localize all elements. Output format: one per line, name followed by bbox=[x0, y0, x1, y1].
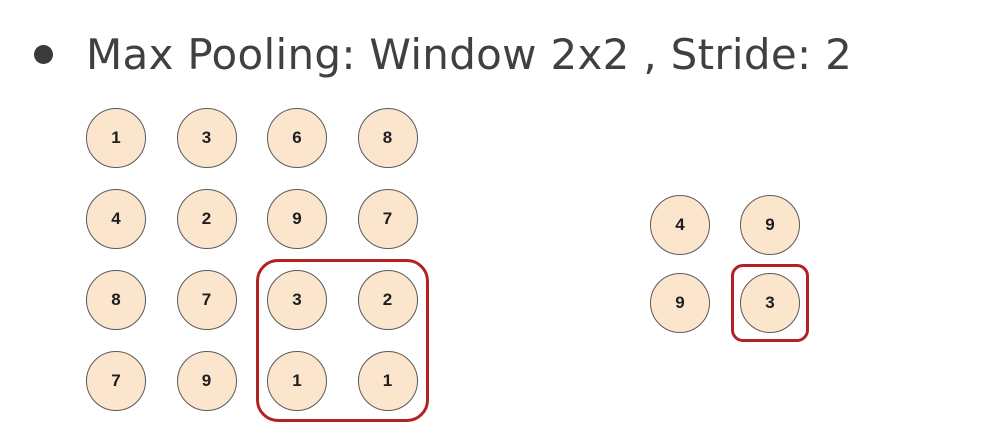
input-cell-r0-c2: 6 bbox=[267, 108, 327, 168]
input-cell-r3-c0: 7 bbox=[86, 351, 146, 411]
input-cell-r0-c0: 1 bbox=[86, 108, 146, 168]
bullet-heading: Max Pooling: Window 2x2 , Stride: 2 bbox=[34, 22, 852, 86]
output-cell-r1-c0: 9 bbox=[650, 273, 710, 333]
page-title: Max Pooling: Window 2x2 , Stride: 2 bbox=[86, 29, 853, 79]
output-cell-r0-c1: 9 bbox=[740, 195, 800, 255]
output-cell-highlight bbox=[731, 264, 809, 342]
input-cell-r0-c3: 8 bbox=[357, 108, 418, 168]
input-window-highlight bbox=[256, 259, 429, 422]
input-cell-r3-c1: 9 bbox=[176, 351, 237, 411]
output-cell-r1-c1: 3 bbox=[740, 273, 800, 333]
input-cell-r1-c1: 2 bbox=[176, 189, 237, 249]
input-cell-r2-c1: 7 bbox=[176, 270, 237, 330]
input-cell-r2-c0: 8 bbox=[86, 270, 146, 330]
bullet-icon bbox=[34, 44, 53, 64]
input-cell-r1-c3: 7 bbox=[357, 189, 418, 249]
input-cell-r1-c0: 4 bbox=[86, 189, 146, 249]
output-cell-r0-c0: 4 bbox=[650, 195, 710, 255]
input-cell-r0-c1: 3 bbox=[176, 108, 237, 168]
input-cell-r1-c2: 9 bbox=[267, 189, 327, 249]
